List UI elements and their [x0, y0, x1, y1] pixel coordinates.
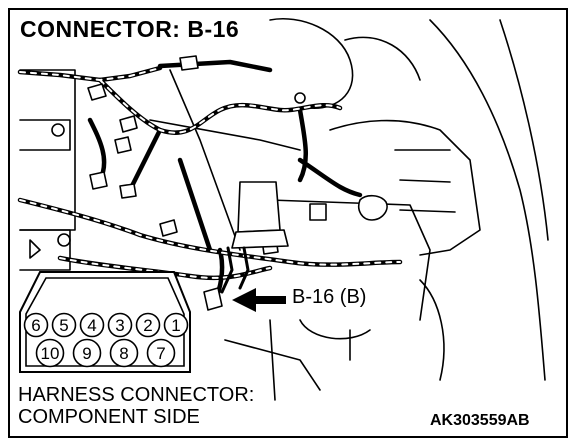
connector-pin: [51, 312, 77, 338]
connector-pin: [35, 338, 65, 368]
connector-pin: [72, 338, 102, 368]
target-component: [203, 181, 289, 311]
connector-pin-label: 2: [143, 316, 152, 335]
connector-pin-label: 5: [59, 316, 68, 335]
connector-pin: [107, 312, 133, 338]
connector-pin-label: 4: [87, 316, 96, 335]
connector-pin: [146, 338, 176, 368]
figure-code: AK303559AB: [430, 412, 530, 429]
connector-pin: [109, 338, 139, 368]
connector-pin-label: 9: [82, 344, 91, 363]
connector-pin-label: 3: [115, 316, 124, 335]
connector-pin: [23, 312, 49, 338]
caption-line-2: COMPONENT SIDE: [18, 406, 200, 428]
connector-pin-label: 7: [156, 344, 165, 363]
caption-line-1: HARNESS CONNECTOR:: [18, 384, 255, 406]
connector-pin: [135, 312, 161, 338]
callout-label: B-16 (B): [290, 286, 369, 309]
connector-pin-label: 6: [31, 316, 40, 335]
connector-title: CONNECTOR: B-16: [18, 16, 246, 43]
body-panels: [149, 18, 549, 401]
connector-pin-label: 1: [171, 316, 180, 335]
diagram-frame: [8, 8, 568, 438]
wire-stripes: [19, 67, 401, 279]
connector-pin: [79, 312, 105, 338]
connector-pin: [163, 312, 189, 338]
callout-arrow: [232, 288, 286, 312]
connector-pin-label: 8: [119, 344, 128, 363]
left-brackets: [19, 69, 76, 271]
harness-connectors: [87, 55, 388, 255]
connector-pin-label: 10: [41, 344, 60, 363]
